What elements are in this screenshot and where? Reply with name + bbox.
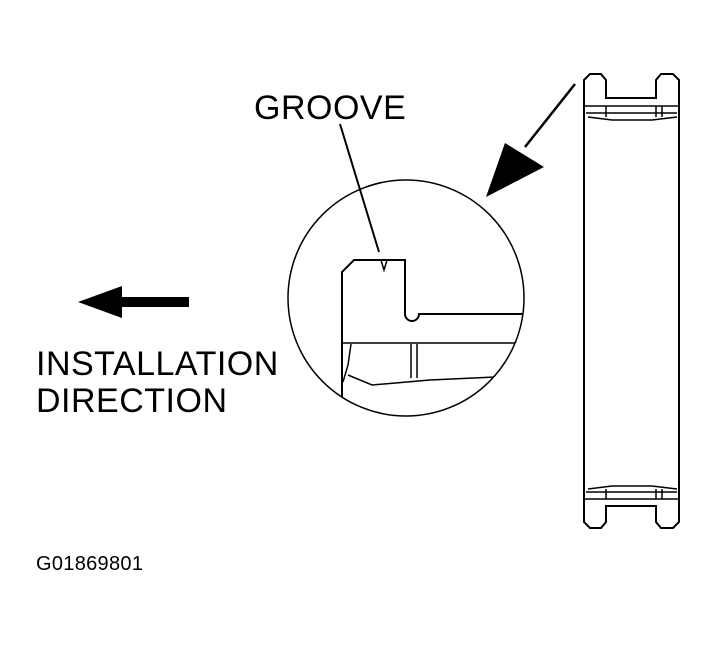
installation-direction-label: INSTALLATION DIRECTION [36,346,279,420]
installation-label-line1: INSTALLATION [36,345,279,383]
groove-leader-line [339,123,380,253]
installation-label-line2: DIRECTION [36,382,228,420]
detail-circle [287,179,525,417]
detail-arrow-icon [486,83,576,197]
detail-cross-section [341,259,524,416]
figure-id-label: G01869801 [36,553,144,575]
groove-label: GROOVE [254,89,407,127]
ring-side-profile [583,73,680,529]
installation-arrow-icon [78,286,189,318]
